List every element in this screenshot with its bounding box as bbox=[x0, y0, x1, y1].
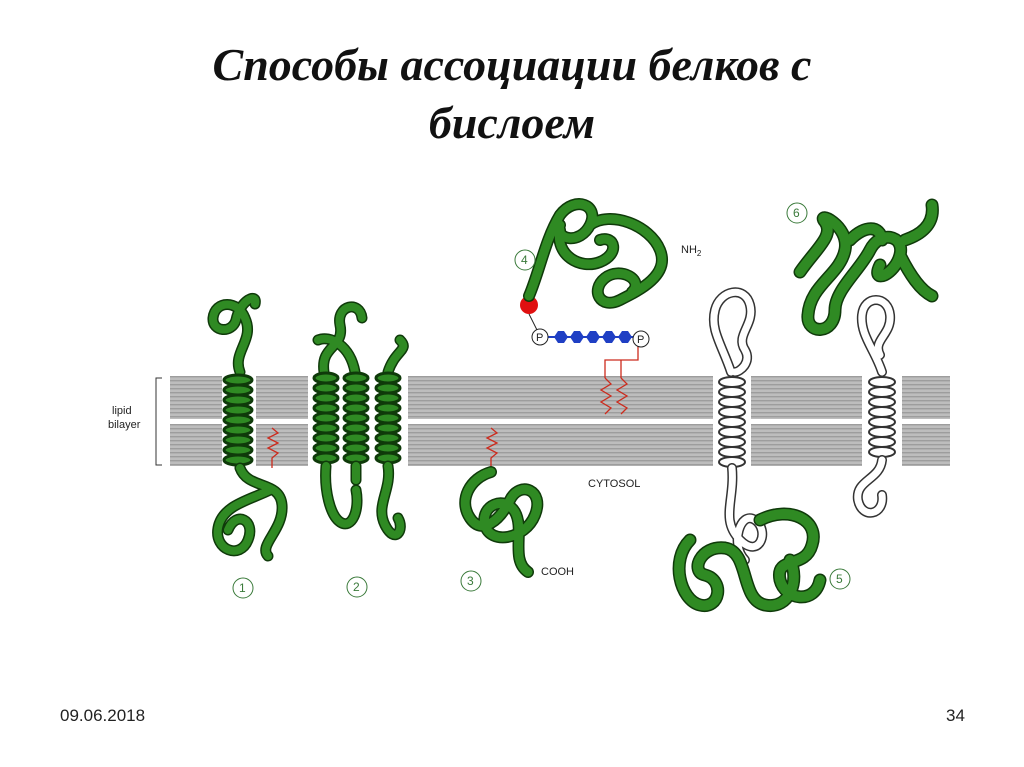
number-badge-6: 6 bbox=[786, 202, 808, 224]
number-badge-4-text: 4 bbox=[521, 253, 528, 267]
protein-6-peripheral bbox=[793, 198, 939, 518]
phosphate-label-2: P bbox=[637, 334, 644, 346]
protein-2-multipass bbox=[312, 301, 409, 541]
nh2-main: NH bbox=[681, 244, 697, 256]
bilayer-label-1: lipid bbox=[112, 405, 132, 417]
number-badge-1-text: 1 bbox=[239, 581, 246, 595]
bilayer-bracket bbox=[155, 377, 162, 466]
cooh-label: COOH bbox=[541, 566, 574, 578]
number-badge-4: 4 bbox=[514, 249, 536, 271]
protein-4-gpi-anchored bbox=[523, 198, 668, 309]
nh2-label: NH2 bbox=[681, 244, 702, 258]
number-badge-6-text: 6 bbox=[793, 206, 800, 220]
lipid-anchors bbox=[266, 346, 639, 470]
phosphate-label-1: P bbox=[536, 332, 543, 344]
gpi-anchor bbox=[520, 296, 650, 348]
number-badge-2-text: 2 bbox=[353, 580, 360, 594]
lipid-bilayer bbox=[170, 370, 950, 470]
number-badge-5: 5 bbox=[829, 568, 851, 590]
protein-1-single-pass bbox=[207, 293, 288, 562]
bilayer-label-2: bilayer bbox=[108, 419, 141, 431]
slide-page-number: 34 bbox=[946, 706, 965, 725]
number-badge-5-text: 5 bbox=[836, 572, 843, 586]
nh2-subscript: 2 bbox=[697, 249, 702, 258]
cytosol-label: CYTOSOL bbox=[588, 478, 640, 490]
number-badge-1: 1 bbox=[232, 577, 254, 599]
slide-title-line-2: бислоем bbox=[428, 97, 596, 148]
slide-title-line-1: Способы ассоциации белков с bbox=[212, 39, 812, 90]
number-badge-2: 2 bbox=[346, 576, 368, 598]
number-badge-3-text: 3 bbox=[467, 574, 474, 588]
slide-date: 09.06.2018 bbox=[60, 706, 146, 725]
protein-3-lipid-anchored bbox=[459, 466, 544, 578]
number-badge-3: 3 bbox=[460, 570, 482, 592]
slide-title: Способы ассоциации белков с бислоем bbox=[112, 36, 912, 152]
protein-5-peripheral bbox=[672, 287, 827, 612]
